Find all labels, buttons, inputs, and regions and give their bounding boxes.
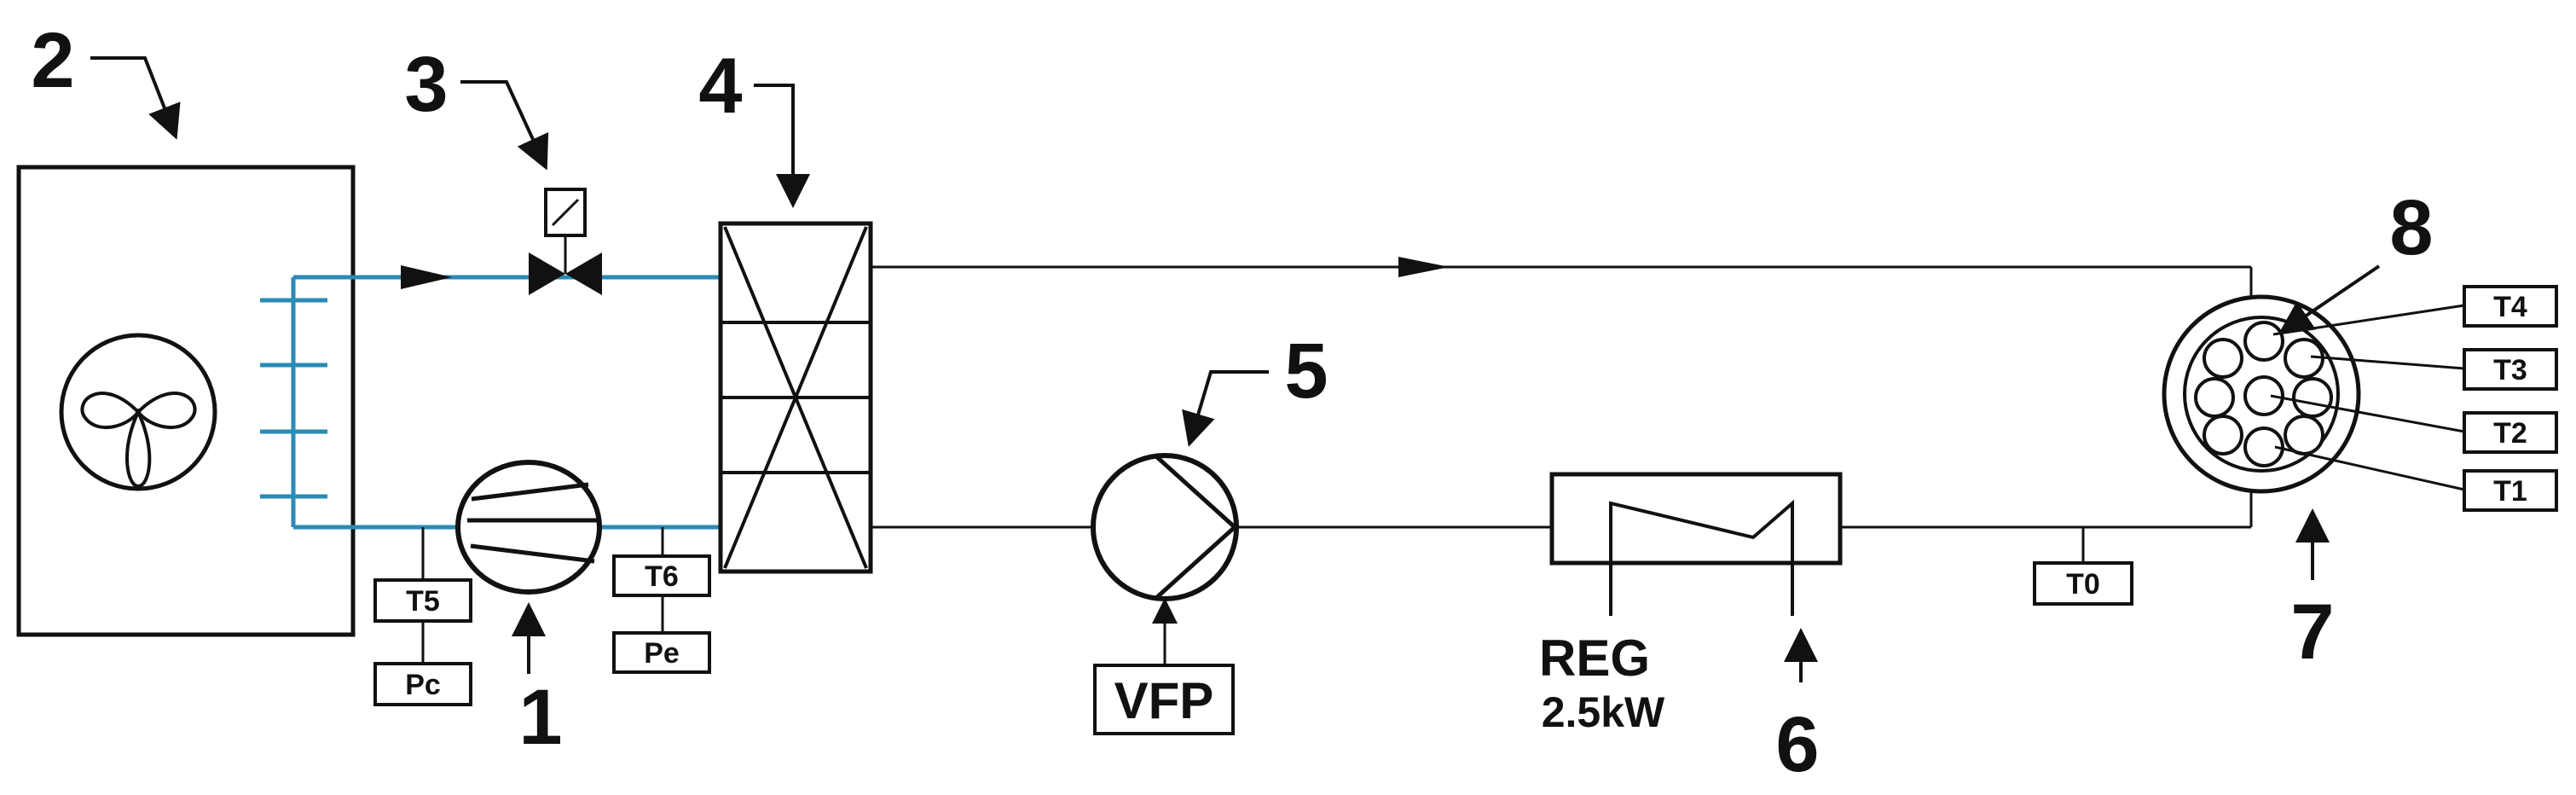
- sensor-t0: T0: [2033, 561, 2133, 606]
- sensor-pe: Pe: [612, 631, 711, 674]
- test-section-icon: [2162, 294, 2361, 494]
- sensor-t2: T2: [2463, 411, 2558, 454]
- callout-leaders: [90, 56, 2381, 682]
- fan-icon: [59, 333, 217, 491]
- heater-label: REG: [1539, 630, 1650, 687]
- callout-7: 7: [2290, 589, 2334, 676]
- svg-text:T3: T3: [2493, 354, 2527, 386]
- pump-drive-label: VFP: [1093, 664, 1235, 735]
- sensor-t3: T3: [2463, 348, 2558, 391]
- callout-5: 5: [1284, 328, 1328, 415]
- svg-text:VFP: VFP: [1114, 672, 1214, 729]
- solenoid-valve-icon: [529, 188, 602, 295]
- callout-6: 6: [1775, 701, 1819, 788]
- callout-2: 2: [31, 17, 74, 104]
- svg-text:T5: T5: [406, 585, 440, 618]
- callout-8: 8: [2389, 184, 2433, 271]
- svg-text:T1: T1: [2493, 475, 2527, 508]
- sensor-t5: T5: [373, 578, 472, 623]
- heat-exchanger-icon: [718, 221, 873, 574]
- sensor-pc: Pc: [373, 662, 472, 706]
- svg-text:T4: T4: [2493, 291, 2527, 323]
- flow-arrow-icon: [1398, 257, 1450, 277]
- sensor-t6: T6: [612, 554, 711, 597]
- refrigerant-circuit: [16, 165, 721, 637]
- callout-3: 3: [404, 41, 448, 128]
- pump-icon: [1091, 453, 1239, 601]
- svg-text:T2: T2: [2493, 417, 2527, 450]
- svg-text:T0: T0: [2066, 568, 2100, 601]
- heater-icon: [1549, 472, 1843, 616]
- condenser-unit: [16, 165, 356, 637]
- callout-1: 1: [518, 674, 562, 761]
- compressor-icon: [455, 460, 602, 595]
- callout-4: 4: [698, 43, 742, 130]
- sensor-t1: T1: [2463, 469, 2558, 512]
- svg-text:T6: T6: [645, 560, 679, 593]
- sensor-t4: T4: [2463, 285, 2558, 328]
- flow-arrow-icon: [401, 265, 452, 289]
- heater-power: 2.5kW: [1542, 688, 1665, 736]
- svg-text:Pe: Pe: [644, 637, 680, 670]
- svg-text:Pc: Pc: [405, 669, 441, 701]
- condenser-coil: [260, 277, 327, 527]
